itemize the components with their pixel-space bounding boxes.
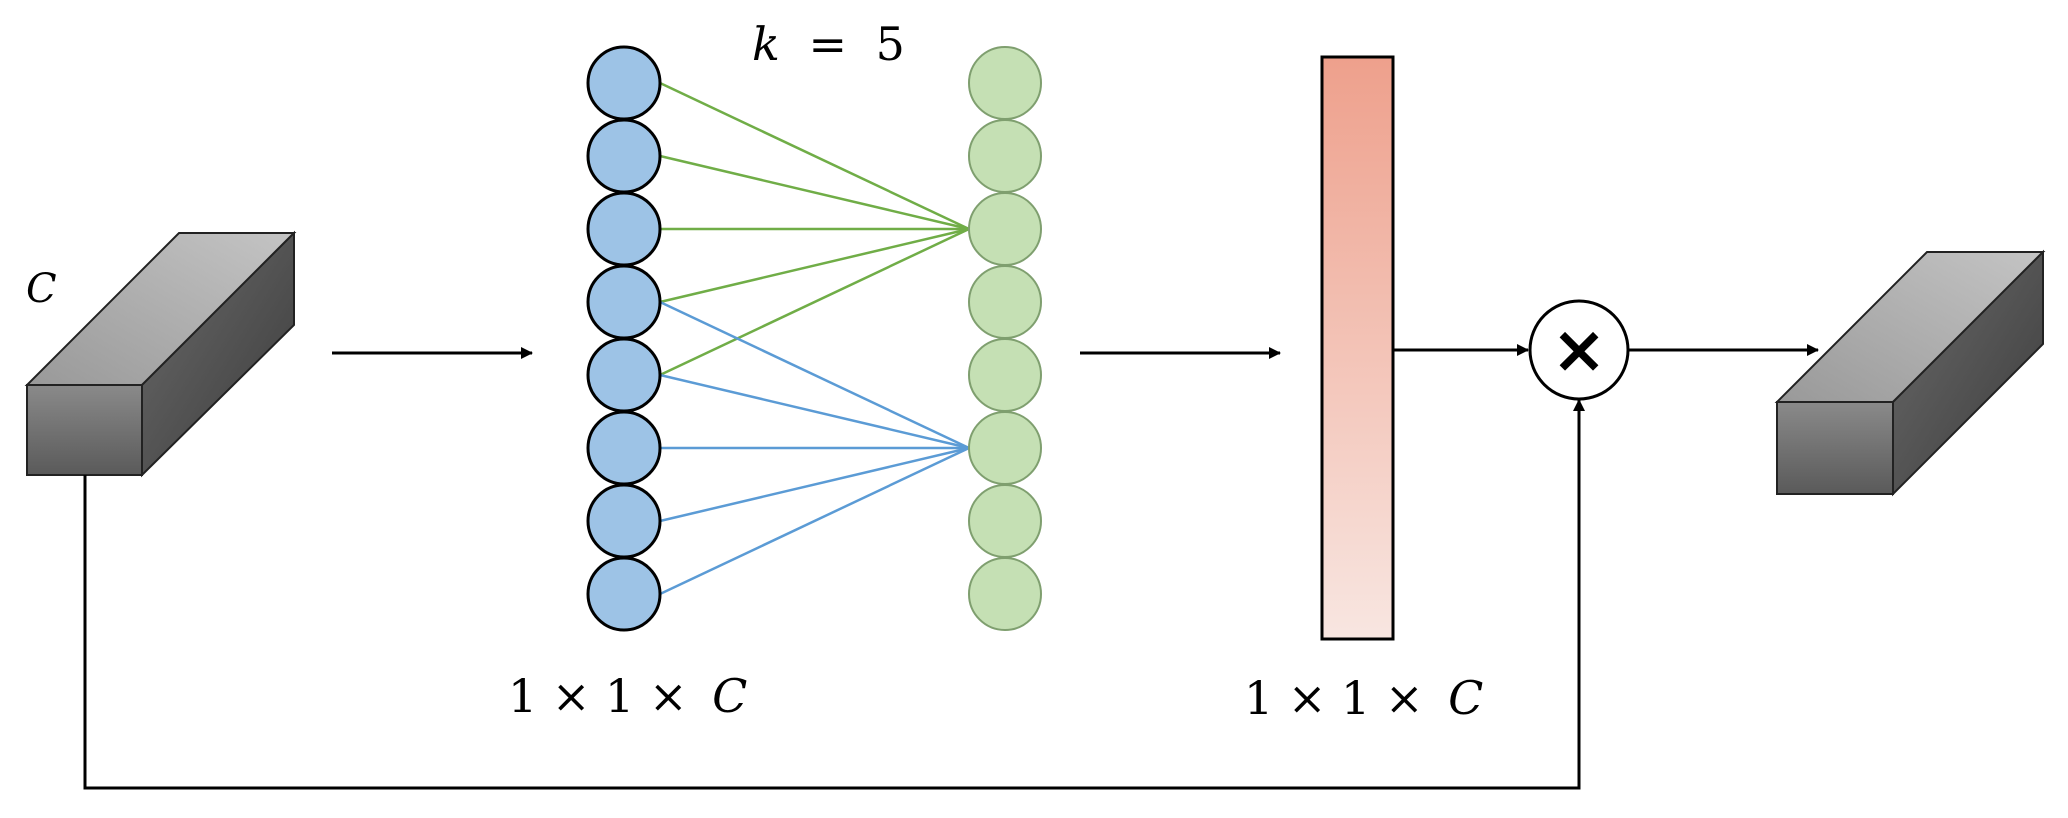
- output-node: [968, 265, 1042, 339]
- output-node: [968, 411, 1042, 485]
- green-connection-line: [659, 227, 970, 304]
- output-tensor-front-face: [1776, 401, 1894, 495]
- input-node: [586, 483, 662, 559]
- input-node: [586, 118, 662, 194]
- kernel-size-label: k = 5: [752, 17, 905, 71]
- blue-connection-line: [659, 373, 970, 450]
- output-node: [968, 484, 1042, 558]
- output-node: [968, 46, 1042, 120]
- green-connection-line: [659, 154, 970, 231]
- green-connection-line: [659, 227, 970, 377]
- output-tensor: [1774, 249, 2046, 497]
- input-node: [586, 337, 662, 413]
- input-tensor-front-face: [26, 384, 143, 476]
- multiply-operator: ×: [1528, 299, 1630, 401]
- skip-connection-arrow: [83, 399, 1585, 790]
- channel-label: C: [26, 266, 57, 312]
- output-node: [968, 119, 1042, 193]
- input-tensor: [24, 230, 297, 478]
- input-node: [586, 556, 662, 632]
- input-node: [586, 45, 662, 121]
- blue-connection-line: [659, 300, 970, 450]
- input-node: [586, 264, 662, 340]
- input-node-column: [586, 45, 662, 632]
- conv-connections: [659, 81, 970, 596]
- green-connection-line: [659, 81, 970, 231]
- dim-label-left: 1 × 1 × C: [508, 669, 747, 723]
- output-node-column: [968, 46, 1042, 631]
- blue-connection-line: [659, 446, 970, 523]
- input-node: [586, 410, 662, 486]
- output-node: [968, 557, 1042, 631]
- multiply-icon: ×: [1551, 311, 1606, 388]
- output-node: [968, 338, 1042, 412]
- output-node: [968, 192, 1042, 266]
- input-node: [586, 191, 662, 267]
- channel-weight-bar: [1320, 55, 1395, 641]
- dim-label-right: 1 × 1 × C: [1244, 671, 1483, 725]
- blue-connection-line: [659, 446, 970, 596]
